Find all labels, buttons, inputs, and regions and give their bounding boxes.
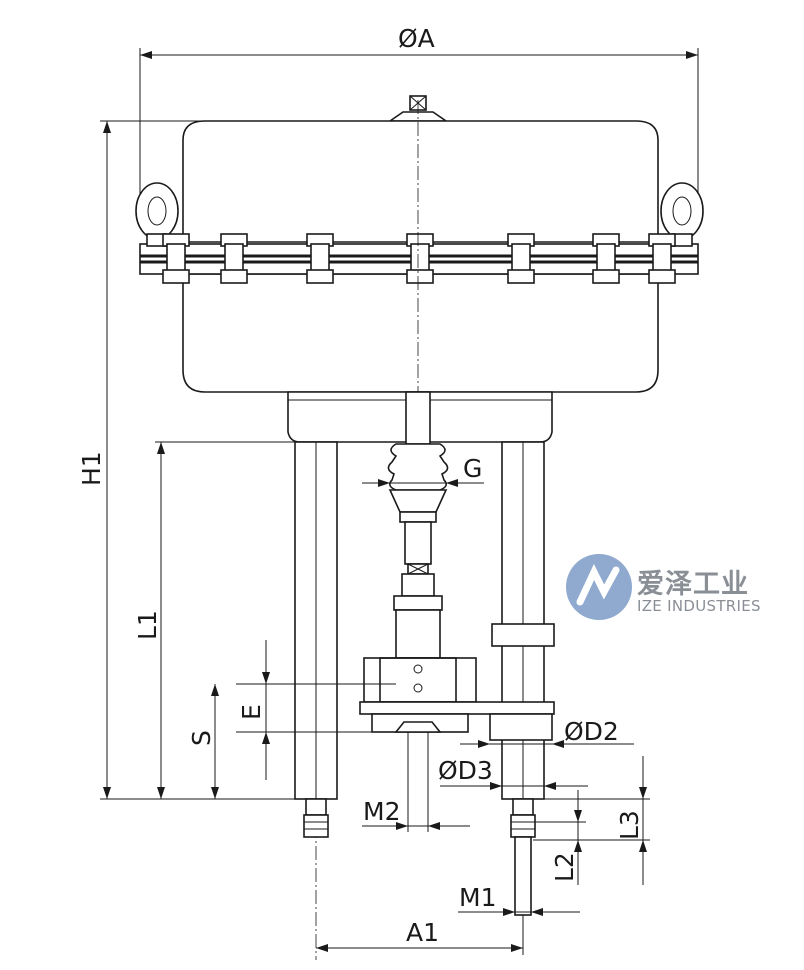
- flange-bolts: [162, 233, 676, 284]
- dimension-m2: M2: [362, 732, 470, 832]
- dimension-s: S: [187, 684, 219, 799]
- label-e: E: [237, 704, 266, 720]
- label-phi-d3: ØD3: [438, 756, 493, 785]
- dimension-l3-l2: L3 L2: [533, 756, 650, 885]
- label-l3: L3: [615, 810, 644, 840]
- brand-logo-icon: [566, 554, 632, 620]
- stem-assembly: [359, 391, 555, 741]
- brand-name-en: IZE INDUSTRIES: [637, 597, 761, 615]
- label-l1: L1: [133, 610, 162, 640]
- dimension-l1: L1: [133, 441, 296, 799]
- label-a1: A1: [406, 918, 439, 947]
- label-phi-a: ØA: [398, 24, 435, 53]
- label-l2: L2: [550, 852, 579, 882]
- dimension-g: G: [362, 454, 484, 487]
- dimension-phi-d2: ØD2: [460, 717, 634, 748]
- mounting-studs: [303, 798, 536, 916]
- dimension-a1: A1: [316, 915, 524, 955]
- dimension-e: E: [236, 640, 396, 780]
- label-phi-d2: ØD2: [564, 717, 619, 746]
- dimension-m1: M1: [458, 883, 580, 916]
- label-g: G: [463, 454, 482, 483]
- label-m1: M1: [459, 883, 496, 912]
- dimension-phi-a: ØA: [139, 24, 699, 205]
- label-m2: M2: [363, 797, 400, 826]
- dimension-phi-d3: ØD3: [438, 756, 588, 790]
- dimension-h1: H1: [77, 120, 400, 800]
- label-h1: H1: [77, 451, 106, 486]
- label-s: S: [187, 730, 216, 746]
- brand-name-cn: 爱泽工业: [637, 569, 749, 600]
